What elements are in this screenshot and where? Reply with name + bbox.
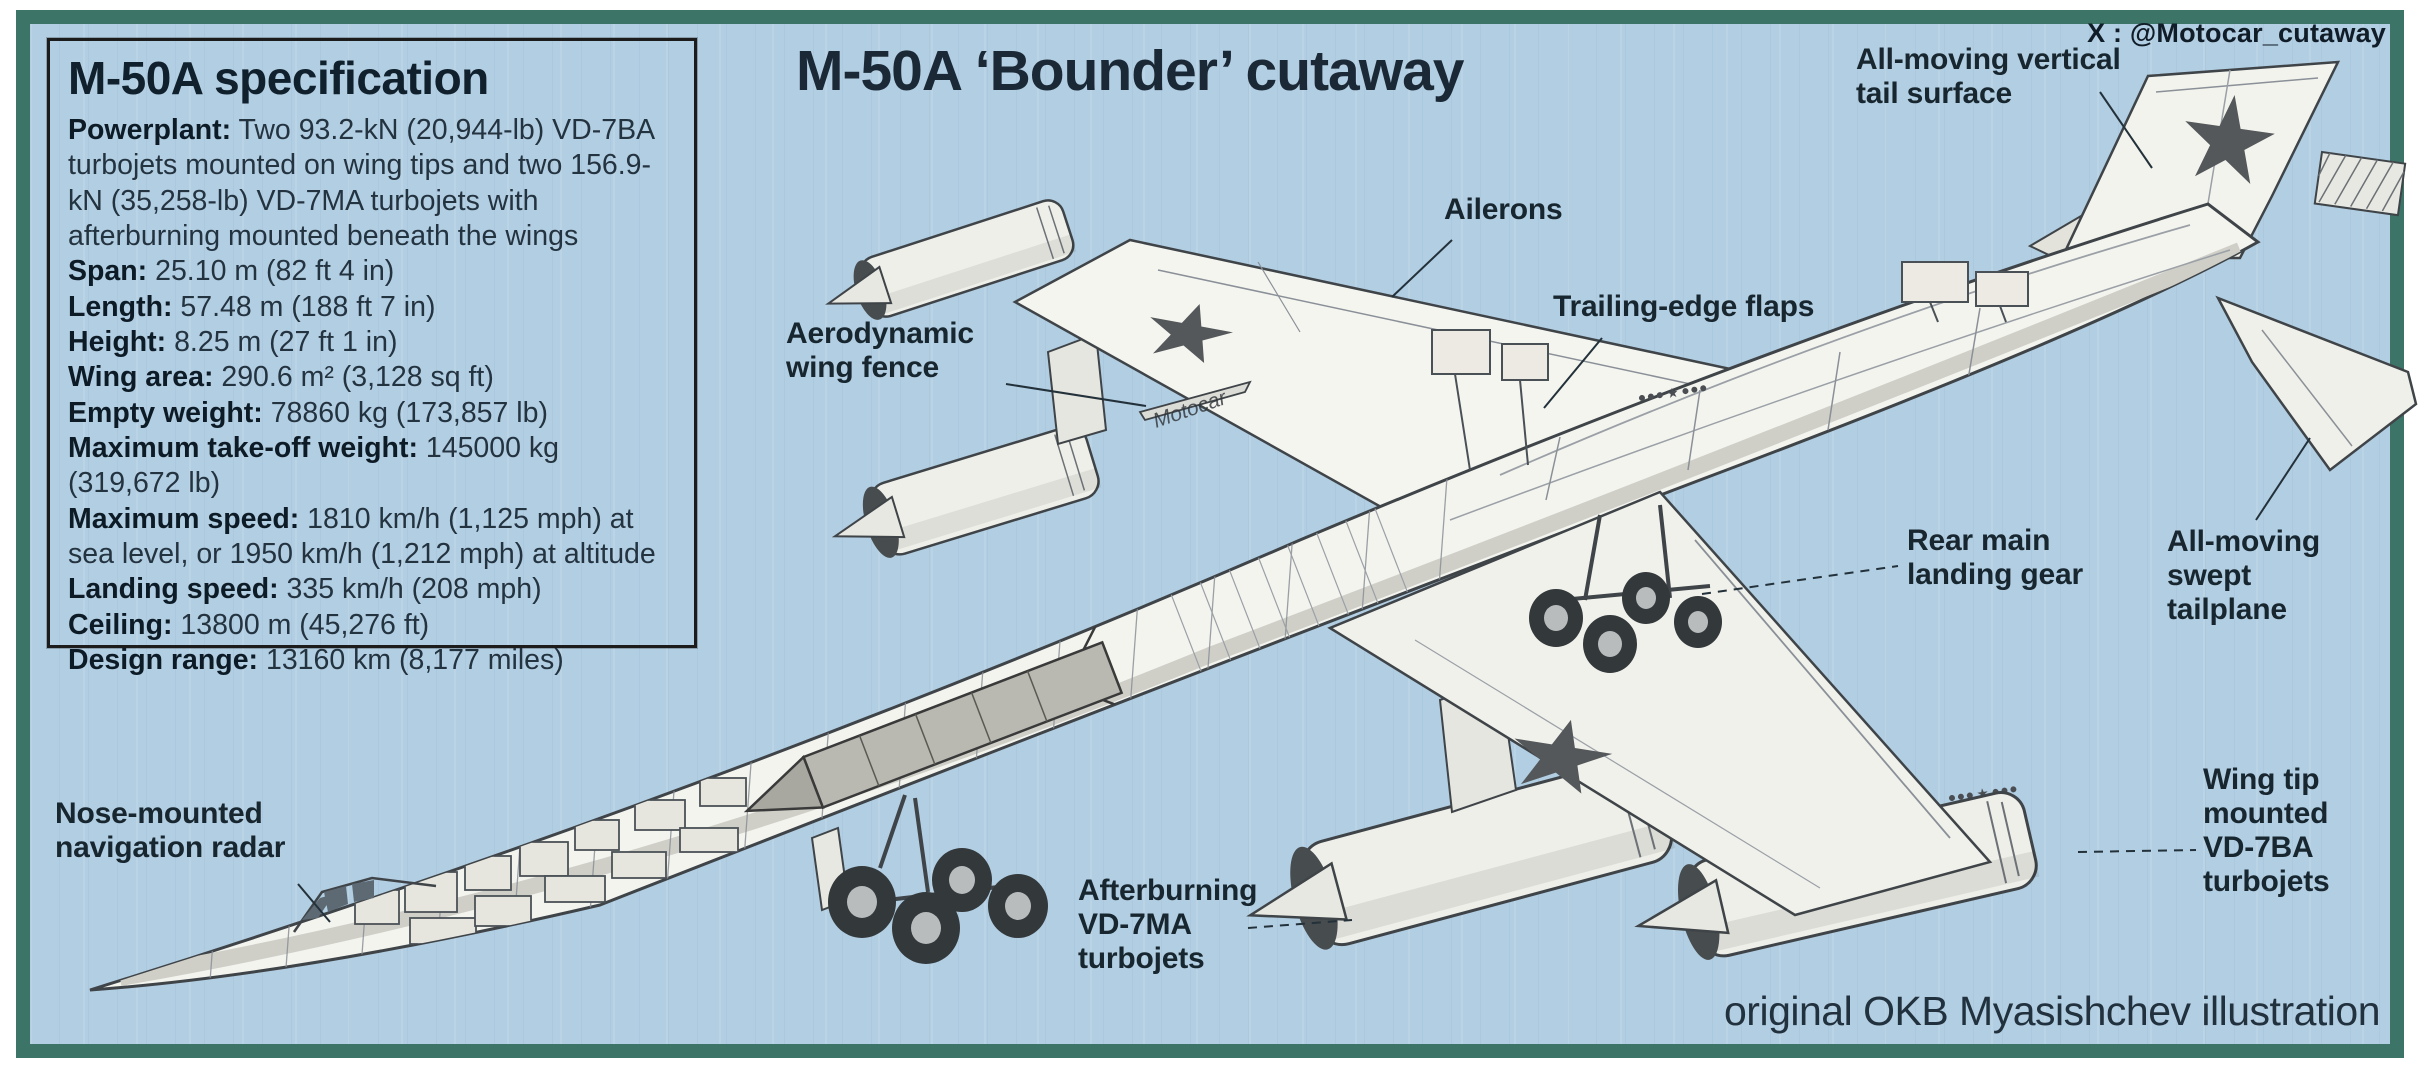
- vertical-tail-fin: [2060, 60, 2407, 260]
- spec-box: M-50A specification Powerplant: Two 93.2…: [47, 38, 697, 676]
- spec-item-span: Span: 25.10 m (82 ft 4 in): [68, 255, 395, 288]
- underwing-engine-far: [831, 425, 1102, 558]
- wing-fence: [1138, 380, 1252, 422]
- front-landing-gear: [810, 794, 1048, 964]
- spec-item-wing-area: Wing area: 290.6 m² (3,128 sq ft): [68, 361, 494, 394]
- spec-item-landing-speed: Landing speed: 335 km/h (208 mph): [68, 573, 542, 606]
- fin-antenna-fairing: [2313, 150, 2407, 217]
- spec-item-powerplant: Powerplant: Two 93.2-kN (20,944-lb) VD-7…: [68, 114, 654, 252]
- spec-item-ceiling: Ceiling: 13800 m (45,276 ft): [68, 608, 430, 641]
- label-wingtip-engines: Wing tip mounted VD-7BA turbojets: [2203, 763, 2330, 898]
- weapons-bay-missile: [743, 625, 1129, 813]
- label-trailing-edge-flaps: Trailing-edge flaps: [1553, 290, 1815, 323]
- label-nose-radar: Nose-mounted navigation radar: [55, 797, 286, 864]
- wingtip-engine-far: [825, 199, 1077, 320]
- credit-line: original OKB Myasishchev illustration: [1724, 988, 2381, 1034]
- label-wing-fence: Aerodynamic wing fence: [786, 317, 974, 384]
- rear-landing-gear: [1529, 504, 1722, 673]
- spec-item-height: Height: 8.25 m (27 ft 1 in): [68, 325, 398, 358]
- label-vertical-tail: All-moving vertical tail surface: [1856, 43, 2121, 110]
- swept-tailplane: [2215, 295, 2418, 472]
- label-rear-gear: Rear main landing gear: [1907, 524, 2083, 591]
- dorsal-equipment: [1431, 261, 2029, 471]
- spec-item-mtow: Maximum take-off weight: 145000 kg (319,…: [68, 431, 559, 500]
- engine-pylon-far: [1046, 332, 1108, 446]
- spec-item-empty-weight: Empty weight: 78860 kg (173,857 lb): [68, 396, 548, 429]
- spec-item-max-speed: Maximum speed: 1810 km/h (1,125 mph) at …: [68, 502, 656, 570]
- leader-lines: [297, 91, 2311, 929]
- credit-handle: X : @Motocar_cutaway: [2087, 18, 2386, 48]
- spec-item-length: Length: 57.48 m (188 ft 7 in): [68, 290, 436, 323]
- label-swept-tailplane: All-moving swept tailplane: [2167, 525, 2320, 626]
- spec-box-title: M-50A specification: [68, 52, 489, 104]
- page-title: M-50A ‘Bounder’ cutaway: [796, 39, 1464, 103]
- near-wing: [1327, 490, 1993, 917]
- label-ailerons: Ailerons: [1444, 193, 1563, 226]
- spec-item-design-range: Design range: 13160 km (8,177 miles): [68, 643, 564, 676]
- label-afterburning-engines: Afterburning VD-7MA turbojets: [1078, 874, 1258, 975]
